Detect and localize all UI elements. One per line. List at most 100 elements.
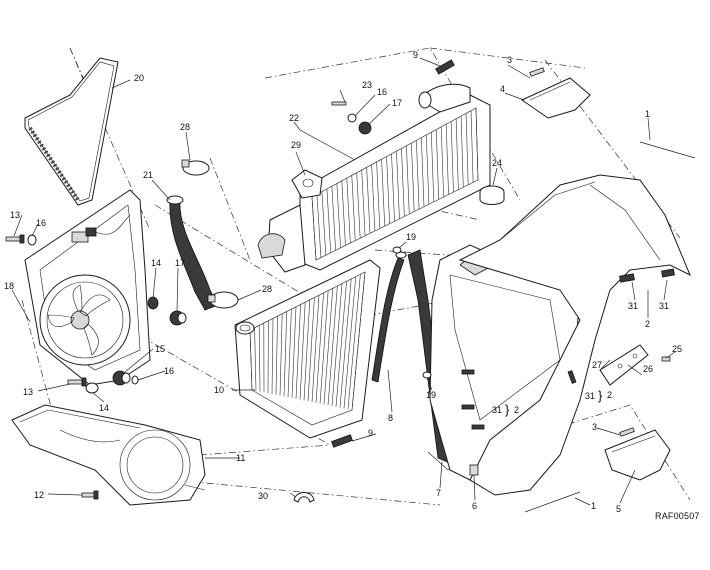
callout-13-lower: 13 xyxy=(23,387,33,397)
callout-31-tank: 31 xyxy=(492,405,502,415)
callout-1-upper: 1 xyxy=(645,109,650,119)
callout-19-upper: 19 xyxy=(406,232,416,242)
radiator-fin xyxy=(465,113,469,185)
radiator-fin xyxy=(321,191,327,256)
radiator-fin xyxy=(396,151,400,219)
radiator-fin xyxy=(275,316,278,395)
radiator-fin xyxy=(346,178,351,244)
callout-29: 29 xyxy=(291,140,301,150)
callout-31-bracket: 31 xyxy=(585,391,595,401)
radiator-fin xyxy=(311,196,317,261)
radiator-fin xyxy=(336,183,341,248)
callout-28-upper: 28 xyxy=(180,122,190,132)
callout-24: 24 xyxy=(492,158,502,168)
radiator-fin xyxy=(339,278,352,408)
radiator-fin xyxy=(351,271,366,411)
radiator-fin xyxy=(295,304,301,399)
callout-20: 20 xyxy=(134,73,144,83)
radiator-fin xyxy=(460,116,464,188)
radiator-fin xyxy=(343,276,357,409)
part-19-clip-upper xyxy=(392,246,402,254)
radiator-fin xyxy=(331,186,336,251)
part-3-screw-upper xyxy=(529,67,545,77)
part-26-bracket xyxy=(599,344,649,386)
callout-1-lower: 1 xyxy=(591,501,596,511)
part-13-screw-lower xyxy=(67,377,87,387)
radiator-fin xyxy=(351,175,356,241)
callout-6: 6 xyxy=(472,501,477,511)
radiator-fin xyxy=(327,285,338,406)
radiator-fin xyxy=(271,318,274,395)
part-28-clamp-upper xyxy=(181,159,210,176)
part-14-spacer-lower xyxy=(85,382,99,394)
brace-bracket: } xyxy=(598,388,603,403)
part-9-screw-upper xyxy=(435,59,455,75)
callout-22: 22 xyxy=(289,113,299,123)
radiator-fin xyxy=(291,306,297,399)
callout-9-lower: 9 xyxy=(368,428,373,438)
callout-30: 30 xyxy=(258,491,268,501)
radiator-fin xyxy=(450,121,454,193)
radiator-fin xyxy=(323,288,334,405)
radiator-fin xyxy=(411,143,415,212)
radiator-fin xyxy=(440,126,444,197)
radiator-fin xyxy=(401,148,405,217)
part-1-rod-lower xyxy=(524,491,581,513)
radiator-fin xyxy=(279,313,283,396)
brace-tank: } xyxy=(505,402,510,417)
callout-2-bracket: 2 xyxy=(607,390,612,400)
radiator-fin xyxy=(445,124,449,195)
callout-10: 10 xyxy=(214,385,224,395)
part-16-washer-upper xyxy=(27,234,37,246)
radiator-fin xyxy=(435,129,440,200)
radiator-fin xyxy=(315,292,324,403)
callout-25: 25 xyxy=(672,344,682,354)
part-21-hose xyxy=(166,195,219,311)
callout-16-fan: 16 xyxy=(164,366,174,376)
callout-15: 15 xyxy=(155,344,165,354)
part-30-clip xyxy=(293,492,315,503)
callout-14-lower: 14 xyxy=(99,403,109,413)
callout-9-upper: 9 xyxy=(413,50,418,60)
radiator-fin xyxy=(335,281,347,407)
callout-12: 12 xyxy=(34,490,44,500)
radiator-fin xyxy=(371,164,376,231)
radiator-fin xyxy=(254,327,257,391)
callout-5: 5 xyxy=(616,504,621,514)
part-15-grommet-lower xyxy=(112,370,131,386)
part-8-hose xyxy=(371,251,407,383)
radiator-fin xyxy=(391,153,395,222)
part-fairing-panel xyxy=(458,174,691,496)
radiator-fin xyxy=(386,156,390,224)
part-25-screw xyxy=(661,356,671,362)
radiator-fin xyxy=(258,325,261,392)
callout-4: 4 xyxy=(500,84,505,94)
callout-16-left: 16 xyxy=(36,218,46,228)
callout-8: 8 xyxy=(388,413,393,423)
callout-3-upper: 3 xyxy=(507,55,512,65)
part-13-screw-upper xyxy=(5,234,25,244)
callout-11: 11 xyxy=(236,453,245,463)
part-23-screw xyxy=(331,101,347,106)
radiator-fin xyxy=(331,283,343,407)
callout-2-fairing: 2 xyxy=(645,319,650,329)
callout-17-fan: 17 xyxy=(175,258,185,268)
radiator-fin xyxy=(283,311,288,397)
radiator-fin xyxy=(249,329,253,391)
callout-26: 26 xyxy=(643,364,653,374)
callout-16-top: 16 xyxy=(377,87,387,97)
part-10-lower-radiator xyxy=(234,259,381,439)
part-4-bracket xyxy=(520,77,591,119)
callout-27: 27 xyxy=(592,360,602,370)
part-14-spacer-upper xyxy=(147,296,159,310)
radiator-fin xyxy=(366,167,371,234)
part-3-screw-lower xyxy=(619,427,635,437)
part-16-washer-top xyxy=(347,113,357,123)
radiator-fin xyxy=(326,188,332,253)
radiator-fin xyxy=(311,295,320,403)
radiator-fin xyxy=(455,118,459,190)
radiator-fin xyxy=(347,274,361,410)
part-16-washer-lower xyxy=(131,375,139,385)
part-11-shroud xyxy=(11,404,206,506)
